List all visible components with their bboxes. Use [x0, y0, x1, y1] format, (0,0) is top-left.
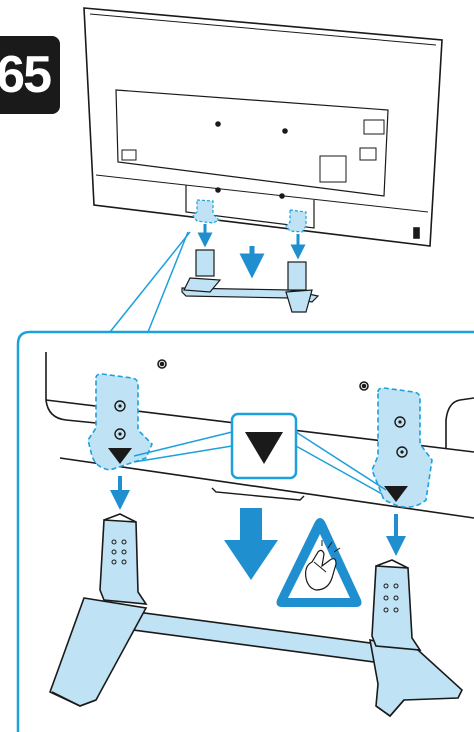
- small-stand: [181, 249, 320, 313]
- bracket-left: [87, 373, 153, 471]
- alignment-triangle-right: [384, 486, 408, 502]
- step-number-badge: 65: [0, 36, 60, 114]
- stand-post-holes: [111, 539, 399, 613]
- callout-line-left-outer: [109, 231, 191, 333]
- alignment-triangle-left: [108, 448, 132, 464]
- pinch-hand-caution-icon: [276, 518, 362, 607]
- tv-back-view: [83, 7, 443, 247]
- alignment-callout: [133, 412, 387, 495]
- small-bracket-left: [192, 199, 221, 224]
- small-bracket-right: [285, 209, 307, 233]
- callout-line-left: [147, 231, 189, 333]
- step-number: 65: [0, 46, 52, 104]
- zoom-frame: [16, 330, 474, 732]
- arrow-center-large: [224, 508, 278, 580]
- bracket-right: [371, 387, 433, 508]
